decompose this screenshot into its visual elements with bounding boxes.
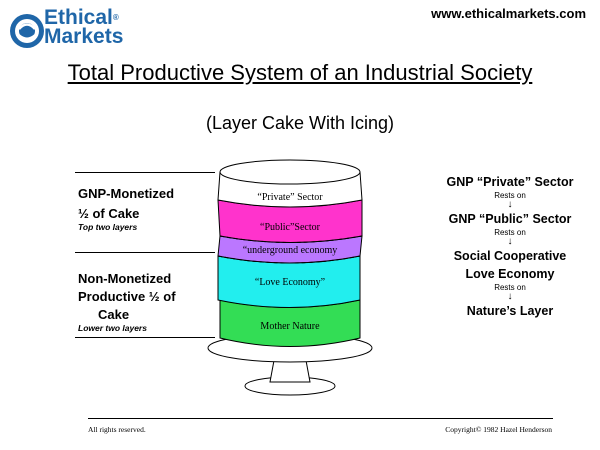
logo-line-1: Ethical (44, 6, 113, 29)
footer-rights: All rights reserved. (88, 425, 146, 434)
left-divider-bottom (75, 337, 215, 338)
arrow-down-icon: ↓ (507, 291, 513, 302)
page-title: Total Productive System of an Industrial… (67, 60, 533, 85)
footer-divider (88, 418, 553, 419)
layer-public-label: “Public”Sector (260, 222, 320, 233)
ethical-markets-logo-icon (10, 14, 44, 48)
layer-love-economy-label: “Love Economy” (254, 277, 326, 288)
right-item-private: GNP “Private” Sector (446, 175, 574, 189)
right-item-social-line-2: Love Economy (465, 267, 555, 281)
right-panel: GNP “Private” Sector Rests on ↓ GNP “Pub… (420, 173, 600, 320)
layer-private-label: “Private” Sector (257, 192, 323, 203)
non-monetized-line-3: Cake (98, 307, 130, 322)
layer-mother-nature-label: Mother Nature (260, 321, 320, 332)
monetized-line-1: GNP-Monetized (78, 186, 175, 201)
non-monetized-line-1: Non-Monetized (78, 271, 172, 286)
right-item-public: GNP “Public” Sector (448, 212, 572, 226)
right-item-social-line-1: Social Cooperative (453, 249, 567, 263)
monetized-line-2: ½ of Cake (78, 206, 140, 221)
underground-bottom-dashed-line (217, 255, 361, 264)
layer-underground-label: “underground economy (242, 245, 338, 256)
layer-cake-graphic (207, 159, 373, 396)
right-item-nature: Nature’s Layer (466, 304, 554, 318)
logo-line-2: Markets (44, 25, 124, 48)
left-divider-middle (75, 252, 215, 253)
arrow-down-icon: ↓ (507, 199, 513, 210)
monetized-note: Top two layers (78, 222, 138, 232)
monetized-heading: GNP-Monetized ½ of Cake (78, 184, 174, 224)
layer-cake-diagram: “Private” Sector “Public”Sector “undergr… (180, 150, 400, 405)
arrow-down-icon: ↓ (507, 236, 513, 247)
website-url[interactable]: www.ethicalmarkets.com (431, 6, 586, 21)
rests-on-3: Rests on (494, 283, 526, 292)
rests-on-1: Rests on (494, 191, 526, 200)
non-monetized-heading: Non-Monetized Productive ½ of Cake (78, 270, 176, 324)
cake-top-ellipse (219, 159, 361, 185)
non-monetized-note: Lower two layers (78, 323, 147, 333)
footer-copyright: Copyright© 1982 Hazel Henderson (445, 425, 552, 434)
left-divider-top (75, 172, 215, 173)
logo-text: Ethical® Markets (44, 6, 124, 48)
logo-registered-mark: ® (112, 13, 119, 22)
page-subtitle: (Layer Cake With Icing) (205, 113, 395, 133)
underground-top-dashed-line (219, 235, 363, 243)
non-monetized-line-2: Productive ½ of (78, 289, 176, 304)
rests-on-2: Rests on (494, 228, 526, 237)
